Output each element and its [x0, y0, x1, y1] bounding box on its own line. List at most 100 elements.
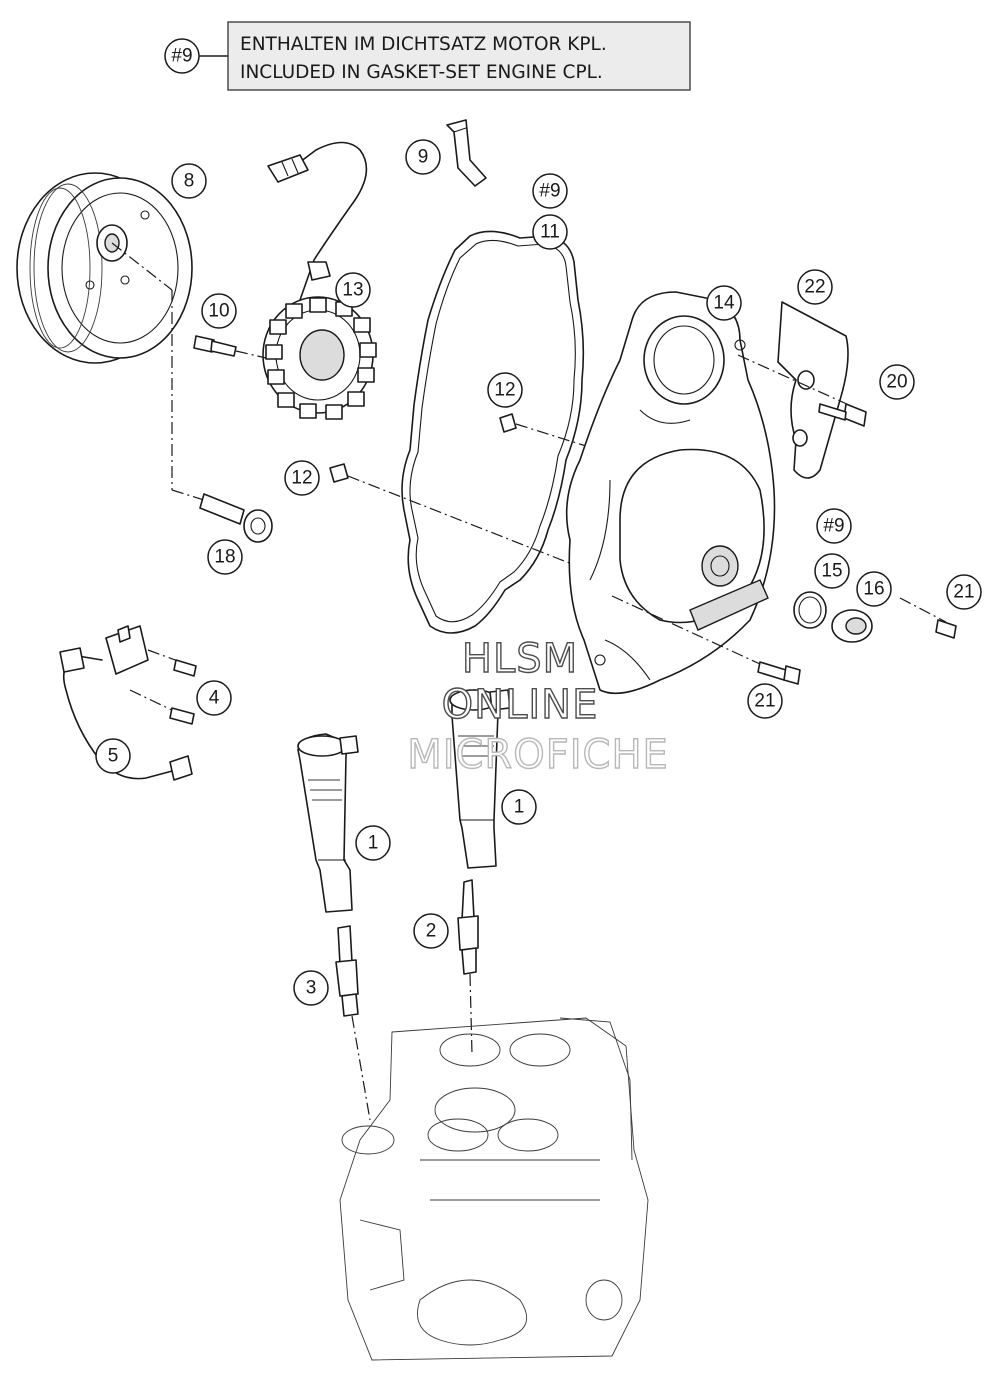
svg-text:21: 21 [953, 582, 974, 603]
rotor-axis [171, 489, 205, 501]
plate-hole [792, 429, 808, 447]
stator-pole [285, 303, 303, 319]
screw-head [935, 619, 957, 639]
svg-text:15: 15 [821, 561, 842, 582]
svg-text:8: 8 [184, 171, 195, 192]
stator-cable [291, 141, 368, 301]
ignition-coil-left [297, 733, 359, 913]
flywheel-hole [85, 280, 95, 290]
flywheel-hole [140, 210, 150, 220]
plug-hex [845, 617, 867, 635]
o-ring-inner [798, 596, 822, 624]
cover-bolt-hole [734, 339, 746, 351]
head-port [439, 1033, 501, 1067]
head-port [509, 1033, 571, 1067]
flywheel-hole [120, 275, 130, 285]
o-ring [793, 591, 827, 629]
cover-screw-lower [611, 595, 801, 685]
callout-12-upper: 12 [487, 372, 523, 408]
bracket-clip [446, 119, 487, 187]
sensor-tab [117, 625, 131, 643]
cover-cap [643, 315, 725, 405]
callout-21-lower: 21 [747, 683, 783, 719]
svg-text:10: 10 [208, 301, 229, 322]
svg-text:22: 22 [804, 277, 825, 298]
coil-connector [339, 735, 359, 755]
plug-tip [337, 925, 353, 965]
stator-screw [193, 335, 267, 359]
bolt-head-inner [250, 517, 266, 535]
svg-text:1: 1 [514, 797, 525, 818]
flywheel-gear-ring [33, 183, 103, 353]
ignition-coil-right [449, 689, 511, 869]
svg-text:12: 12 [494, 380, 515, 401]
plug-tip [461, 879, 475, 921]
callout-8: 8 [171, 163, 207, 199]
screw-shank [757, 661, 787, 681]
svg-text:5: 5 [108, 746, 119, 767]
coil-connector [489, 689, 511, 711]
rotor-bolt [111, 242, 273, 543]
spark-plug-right [457, 879, 479, 1055]
bracket-edge [453, 127, 467, 133]
flywheel-rotor [16, 172, 193, 364]
head-rib [359, 1219, 405, 1291]
sensor-screw [169, 707, 195, 725]
cylinder-head [339, 1017, 649, 1361]
cable-connector-b [169, 755, 193, 781]
screw-head [843, 403, 867, 427]
callout-16: 16 [856, 571, 892, 607]
gasket-outline [401, 230, 585, 634]
svg-text:1: 1 [368, 833, 379, 854]
screw-shank [818, 403, 847, 421]
ignition-cover [565, 291, 776, 695]
cover-plate [777, 301, 849, 479]
cover-rib [604, 639, 651, 681]
stator-center [299, 329, 345, 381]
callout-15: 15 [814, 553, 850, 589]
coil-body [297, 733, 353, 913]
stator-pole [357, 367, 375, 383]
cover-rib [639, 409, 691, 424]
cover-inspection-hole [701, 545, 739, 587]
flywheel-rim [61, 192, 179, 344]
head-outline [339, 1017, 649, 1361]
svg-text:16: 16 [863, 579, 884, 600]
dowel-axis [347, 475, 583, 569]
head-port [427, 1118, 489, 1152]
callout-11: 11 [532, 214, 568, 250]
svg-text:13: 13 [342, 280, 363, 301]
watermark-line-3: MICROFICHE [407, 732, 669, 778]
pulse-generator [105, 625, 197, 725]
callout-14: 14 [706, 285, 742, 321]
stator-pole [269, 319, 287, 335]
dowel-pin-upper [499, 413, 587, 447]
callout-10: 10 [201, 293, 237, 329]
stator-pole [299, 403, 317, 419]
plate-screw [737, 354, 867, 427]
screw-axis [611, 595, 761, 665]
svg-text:11: 11 [540, 222, 560, 243]
cover-badge [689, 579, 769, 631]
screw-axis [737, 354, 861, 411]
callout-5: 5 [95, 738, 131, 774]
svg-text:12: 12 [291, 468, 312, 489]
svg-text:3: 3 [306, 978, 317, 999]
cover-screw-upper [899, 597, 957, 639]
rotor-axis [111, 242, 173, 291]
head-port [497, 1118, 559, 1152]
callout-12-lower: 12 [284, 460, 320, 496]
cover-cap-inner [653, 325, 715, 395]
stator-connector [267, 154, 309, 183]
screw-head [783, 665, 801, 685]
sensor-axis [129, 689, 177, 713]
svg-text:9: 9 [418, 147, 429, 168]
cover-bolt-hole [594, 654, 606, 666]
callout-2: 2 [413, 913, 449, 949]
gasket-set-note: ENTHALTEN IM DICHTSATZ MOTOR KPL. INCLUD… [199, 21, 691, 91]
sensor-cable [59, 647, 193, 781]
stator-pole [347, 391, 365, 407]
dowel-body [499, 413, 517, 433]
svg-text:#9: #9 [171, 46, 192, 67]
